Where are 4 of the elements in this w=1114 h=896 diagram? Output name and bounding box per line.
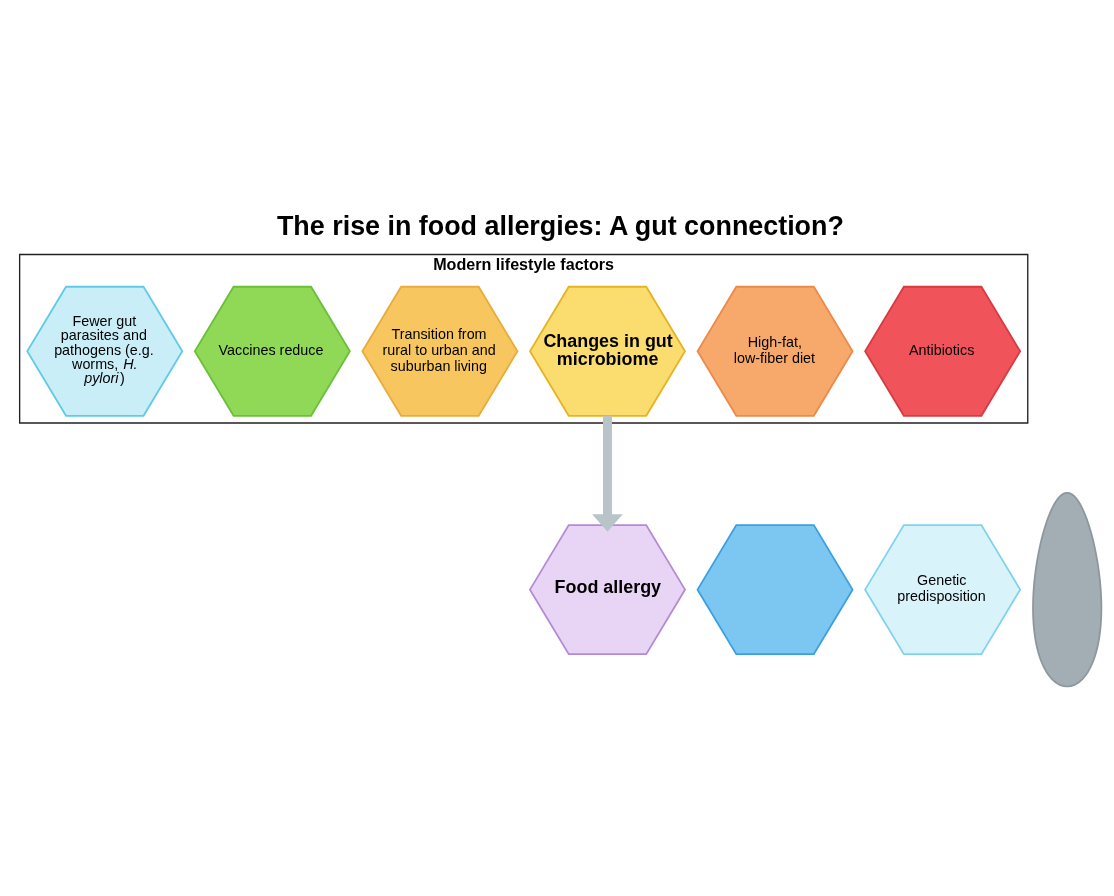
diagram-title: The rise in food allergies: A gut connection? — [276, 210, 844, 241]
node-hexagon — [696, 523, 854, 655]
arrow — [592, 415, 623, 532]
node-person — [1032, 491, 1103, 687]
